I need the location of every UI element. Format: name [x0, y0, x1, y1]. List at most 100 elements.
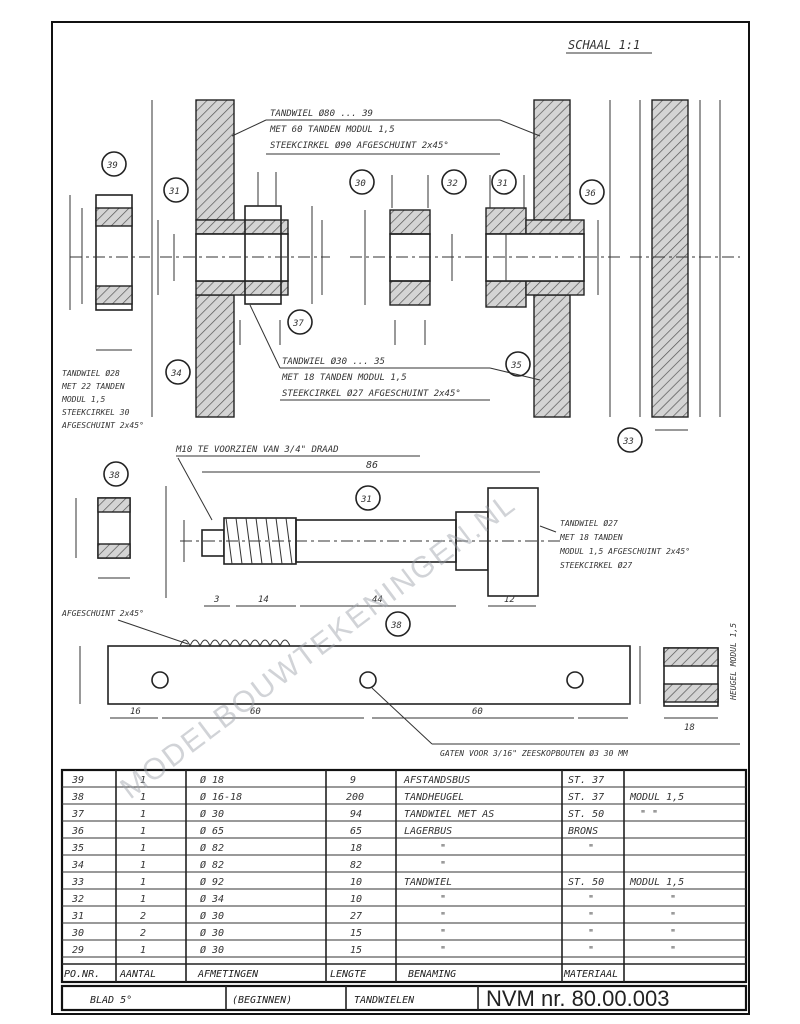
svg-text:30: 30: [71, 928, 84, 939]
gear-assembly-left: [151, 99, 330, 418]
part-callouts: 39 31 30 32 31 36 37 34 35 33 38 31 38: [101, 151, 643, 637]
svg-text:1: 1: [140, 775, 146, 786]
svg-text:1: 1: [140, 826, 146, 837]
svg-text:18: 18: [684, 723, 695, 733]
svg-text:1: 1: [140, 809, 146, 820]
svg-text:1: 1: [140, 877, 146, 888]
svg-text:60: 60: [250, 707, 261, 717]
svg-text:37: 37: [292, 319, 304, 329]
callout-35: 35: [505, 351, 531, 377]
callout-33: 33: [617, 427, 643, 453]
svg-text:MODUL 1,5 AFGESCHUINT 2x45°: MODUL 1,5 AFGESCHUINT 2x45°: [559, 547, 690, 556]
svg-text:Ø 30: Ø 30: [200, 927, 224, 939]
svg-text:2: 2: [140, 911, 146, 922]
svg-text:35: 35: [71, 843, 84, 854]
svg-text:18: 18: [350, 843, 362, 854]
drawing-number: NVM nr. 80.00.003: [486, 986, 669, 1011]
svg-text:ST. 50: ST. 50: [568, 809, 604, 820]
svg-text:TANDWIELEN: TANDWIELEN: [354, 995, 415, 1006]
svg-text:MET 22 TANDEN: MET 22 TANDEN: [61, 382, 125, 391]
spacer-bush: [75, 497, 131, 579]
svg-text:38: 38: [71, 792, 84, 803]
callout-32: 32: [441, 169, 467, 195]
svg-text:34: 34: [170, 369, 182, 379]
callout-38: 38: [103, 461, 129, 487]
callout-31b: 31: [491, 169, 517, 195]
svg-text:1: 1: [140, 843, 146, 854]
svg-text:35: 35: [510, 361, 522, 371]
callout-36: 36: [579, 179, 605, 205]
svg-text:1: 1: [140, 860, 146, 871]
svg-text:Ø 92: Ø 92: [200, 876, 224, 888]
svg-text:MATERIAAL: MATERIAAL: [563, 969, 618, 980]
svg-text:BRONS: BRONS: [568, 826, 598, 837]
svg-text:AFGESCHUINT 2x45°: AFGESCHUINT 2x45°: [61, 421, 144, 430]
note-gear-right: TANDWIEL Ø27 MET 18 TANDEN MODUL 1,5 AFG…: [539, 518, 690, 570]
svg-text:33: 33: [71, 877, 84, 888]
svg-text:60: 60: [472, 707, 483, 717]
svg-text:MODUL 1,5: MODUL 1,5: [629, 792, 684, 803]
svg-text:14: 14: [258, 595, 269, 605]
svg-text:MODUL 1,5: MODUL 1,5: [629, 877, 684, 888]
svg-text:44: 44: [372, 595, 383, 605]
note-pinion-left: TANDWIEL Ø28 MET 22 TANDEN MODUL 1,5 STE…: [61, 368, 144, 430]
svg-text:": ": [588, 928, 594, 939]
title-block: BLAD 5° (BEGINNEN) TANDWIELEN NVM nr. 80…: [60, 984, 748, 1012]
svg-text:3: 3: [213, 595, 219, 605]
svg-text:STEEKCIRKEL 30: STEEKCIRKEL 30: [62, 408, 130, 417]
svg-text:38: 38: [390, 621, 402, 631]
svg-text:2: 2: [140, 928, 146, 939]
svg-text:10: 10: [350, 877, 362, 888]
svg-text:1: 1: [140, 945, 146, 956]
svg-text:AFMETINGEN: AFMETINGEN: [197, 969, 259, 980]
callout-37: 37: [287, 309, 313, 335]
svg-text:BENAMING: BENAMING: [408, 969, 456, 980]
svg-text:38: 38: [108, 471, 120, 481]
svg-text:TANDWIEL Ø30 ... 35: TANDWIEL Ø30 ... 35: [282, 356, 385, 367]
svg-text:Ø 65: Ø 65: [200, 825, 224, 837]
scale-note: SCHAAL 1:1: [568, 38, 640, 52]
svg-text:1: 1: [140, 894, 146, 905]
svg-text:AFGESCHUINT 2x45°: AFGESCHUINT 2x45°: [61, 609, 144, 618]
svg-text:": ": [670, 945, 676, 956]
svg-text:9: 9: [350, 775, 356, 786]
gear-big-right: [630, 99, 740, 431]
svg-text:39: 39: [106, 161, 118, 171]
svg-text:": ": [440, 860, 446, 871]
svg-text:Ø 30: Ø 30: [200, 910, 224, 922]
svg-text:36: 36: [71, 826, 84, 837]
svg-text:10: 10: [350, 894, 362, 905]
svg-text:": ": [440, 928, 446, 939]
rack-right-note: HEUGEL MODUL 1,5: [729, 623, 738, 701]
svg-text:M10 TE VOORZIEN VAN 3/4" DRAAD: M10 TE VOORZIEN VAN 3/4" DRAAD: [175, 445, 339, 455]
svg-text:": ": [588, 911, 594, 922]
svg-text:": ": [670, 928, 676, 939]
callout-31a: 31: [163, 177, 189, 203]
gear-rack: AFGESCHUINT 2x45° GATEN VOOR 3/16" ZEESK…: [61, 609, 740, 758]
svg-text:": ": [588, 843, 594, 854]
pinion-left: [69, 194, 150, 351]
svg-text:31: 31: [496, 179, 508, 189]
svg-text:MET 18 TANDEN: MET 18 TANDEN: [559, 533, 623, 542]
svg-text:16: 16: [130, 707, 141, 717]
svg-text:ST. 37: ST. 37: [568, 792, 604, 803]
thread-note: M10 TE VOORZIEN VAN 3/4" DRAAD: [175, 445, 420, 521]
callout-34: 34: [165, 359, 191, 385]
svg-text:": ": [670, 911, 676, 922]
svg-text:AANTAL: AANTAL: [119, 969, 156, 980]
svg-text:": ": [440, 843, 446, 854]
gear-middle-small: [350, 175, 470, 345]
svg-text:86: 86: [366, 460, 378, 471]
svg-text:Ø 82: Ø 82: [200, 859, 224, 871]
svg-text:TANDHEUGEL: TANDHEUGEL: [404, 792, 464, 803]
svg-text:36: 36: [584, 189, 596, 199]
note-gear-top: TANDWIEL Ø80 ... 39 MET 60 TANDEN MODUL …: [231, 108, 541, 155]
svg-text:STEEKCIRKEL Ø27: STEEKCIRKEL Ø27: [560, 560, 632, 570]
svg-text:": ": [670, 894, 676, 905]
